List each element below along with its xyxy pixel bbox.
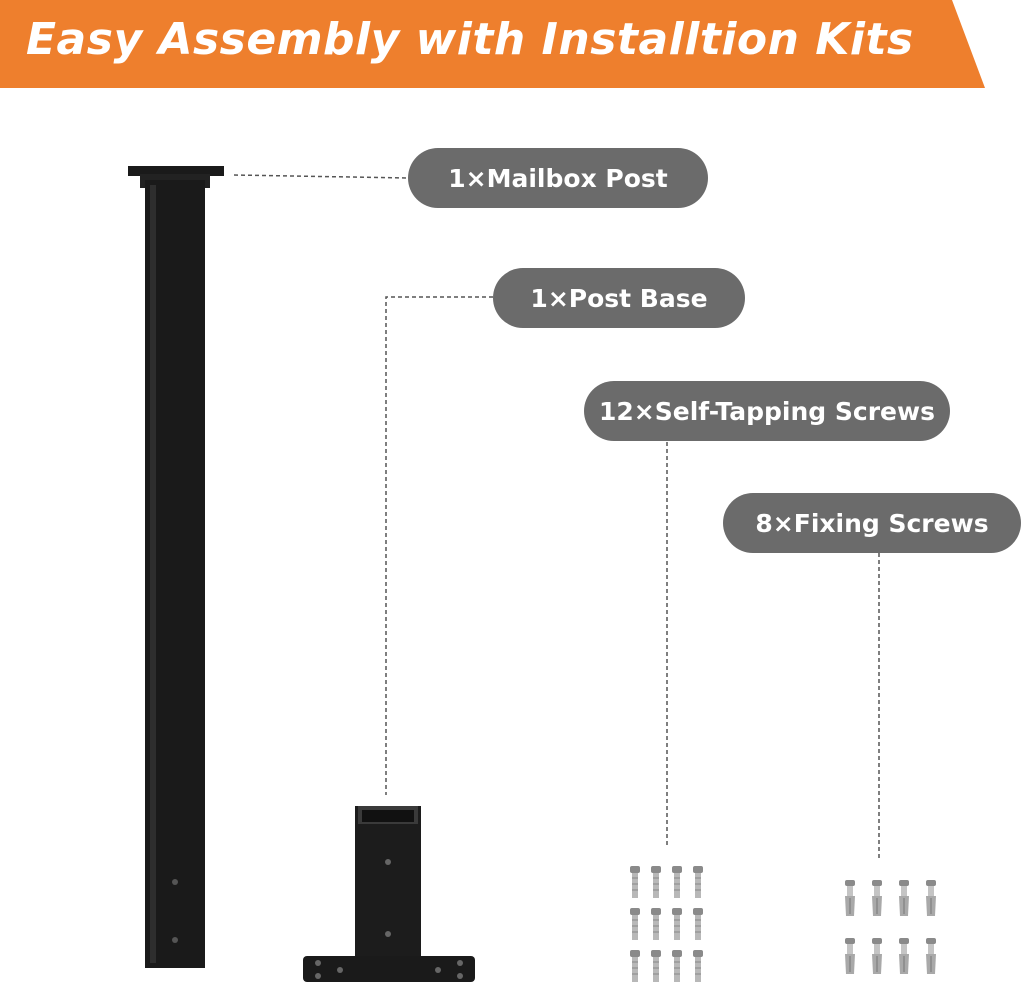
self-tapping-screw xyxy=(693,908,703,940)
self-tapping-screw xyxy=(630,866,640,898)
fixing-screw xyxy=(926,880,936,916)
self-tapping-screw xyxy=(651,866,661,898)
self-tapping-screw xyxy=(630,908,640,940)
fixing-screw xyxy=(872,938,882,974)
fixing-screw xyxy=(845,938,855,974)
fixing-screw xyxy=(899,938,909,974)
label-fixing-screws: 8×Fixing Screws xyxy=(723,493,1021,553)
post-base-image xyxy=(303,806,475,982)
fixing-screw xyxy=(899,880,909,916)
banner-title: Easy Assembly with Installtion Kits xyxy=(26,14,914,65)
title-banner xyxy=(0,0,985,88)
self-tapping-screw xyxy=(672,866,682,898)
label-mailbox-post: 1×Mailbox Post xyxy=(408,148,708,208)
self-tapping-screw xyxy=(672,950,682,982)
self-tapping-screw xyxy=(693,950,703,982)
fixing-screw xyxy=(872,880,882,916)
mailbox-post-image xyxy=(128,166,224,968)
label-self-tapping-screws: 12×Self-Tapping Screws xyxy=(584,381,950,441)
self-tapping-screw xyxy=(630,950,640,982)
leader-lines xyxy=(233,174,880,860)
self-tapping-screw xyxy=(693,866,703,898)
self-tapping-screw xyxy=(651,950,661,982)
label-post-base: 1×Post Base xyxy=(493,268,745,328)
self-tapping-screw xyxy=(672,908,682,940)
fixing-screws-image xyxy=(845,880,936,974)
fixing-screw xyxy=(845,880,855,916)
self-tapping-screw xyxy=(651,908,661,940)
fixing-screw xyxy=(926,938,936,974)
self-tapping-screws-image xyxy=(630,866,703,982)
